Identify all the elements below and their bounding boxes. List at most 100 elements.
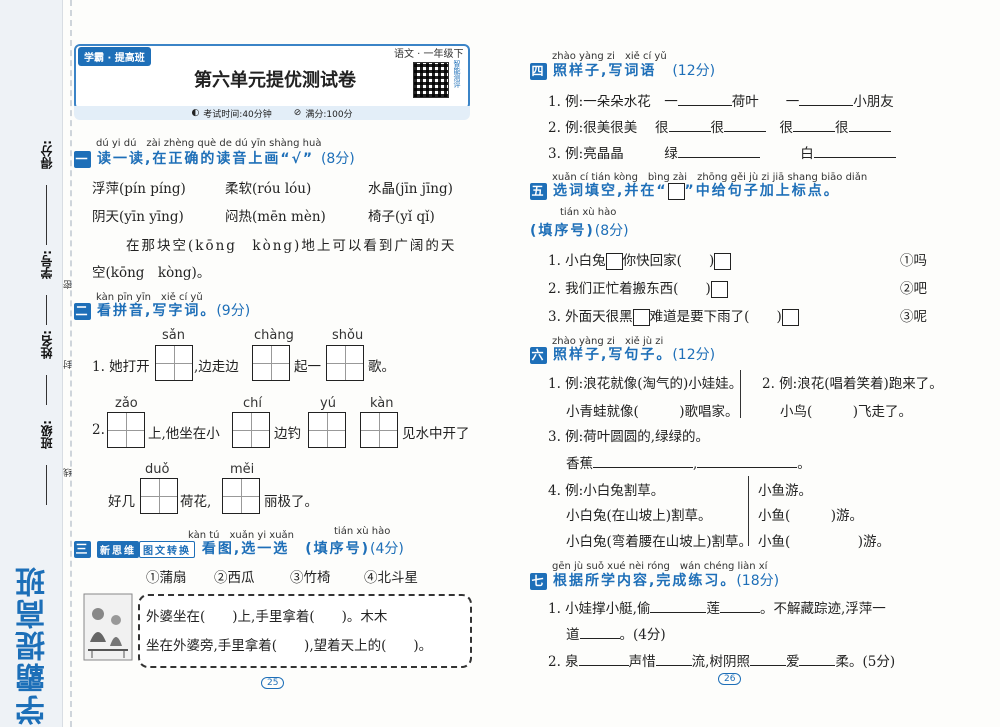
name-line xyxy=(46,375,47,405)
tian-grid[interactable] xyxy=(155,345,193,381)
s5-heading: 五选词填空,并在“”中给句子加上标点。 xyxy=(530,180,840,200)
tian-grid[interactable] xyxy=(360,412,398,448)
s6-q4c: 小鱼游。 xyxy=(758,483,812,499)
tian-grid[interactable] xyxy=(232,412,270,448)
s1-sentence: 在那块空(kōng kòng)地上可以看到广阔的天 xyxy=(126,238,457,254)
s6-q1b[interactable]: 小青蛙就像( )歌唱家。 xyxy=(566,404,739,420)
answer-box[interactable] xyxy=(710,281,728,298)
answer-blank[interactable] xyxy=(724,117,767,132)
s3-option: ④北斗星 xyxy=(364,570,418,586)
s2-pinyin-mei: měi xyxy=(230,462,255,477)
s1-pinyin: dú yi dú zài zhèng què de dú yīn shàng h… xyxy=(96,138,322,149)
s2-r2-mid: 上,他坐在小 xyxy=(148,426,220,442)
grandma-illustration-icon xyxy=(83,593,133,661)
qr-note: 智能测评 xyxy=(453,60,461,88)
s7-q1: 1. 小娃撑小艇,偷莲。不解藏踪迹,浮萍一 xyxy=(548,597,886,617)
s4-r1: 1. 例:一朵朵水花 一荷叶 一小朋友 xyxy=(548,90,894,110)
answer-blank[interactable] xyxy=(848,117,891,132)
answer-box[interactable] xyxy=(781,309,799,326)
answer-blank[interactable] xyxy=(799,651,836,666)
answer-blank[interactable] xyxy=(677,143,760,158)
s2-pinyin-san: sǎn xyxy=(162,328,185,343)
answer-blank[interactable] xyxy=(719,598,760,613)
s4-score: (12分) xyxy=(672,63,716,79)
s6-q4e[interactable]: 小鱼( )游。 xyxy=(758,534,891,550)
s6-q4a: 小白兔(在山坡上)割草。 xyxy=(566,508,712,524)
s6-q2: 2. 例:浪花(唱着笑着)跑来了。 xyxy=(762,376,943,392)
page-title: 第六单元提优测试卷 xyxy=(194,70,356,91)
s2-r3-end: 丽极了。 xyxy=(264,494,318,510)
binding-sidebar xyxy=(0,0,63,727)
class-line xyxy=(46,465,47,505)
s3-line-2[interactable]: 坐在外婆旁,手里拿着( ),望着天上的( )。 xyxy=(146,638,433,654)
answer-blank[interactable] xyxy=(650,598,707,613)
answer-blank[interactable] xyxy=(749,651,786,666)
answer-blank[interactable] xyxy=(578,651,629,666)
brand-logo: 学霸提高班 xyxy=(16,565,51,725)
page-number-left: 25 xyxy=(261,677,285,689)
s6-q4: 4. 例:小白兔割草。 xyxy=(548,483,665,499)
s3-option: ③竹椅 xyxy=(290,570,331,586)
s4-number: 四 xyxy=(530,62,547,80)
s6-title: 照样子,写句子。 xyxy=(553,347,673,363)
s2-r2-end: 见水中开了 xyxy=(402,426,470,442)
s5-subheading: (填序号)(8分) xyxy=(530,223,629,239)
s5-q3: 3. 外面天很黑难道是要下雨了( ) xyxy=(548,305,799,326)
s3-heading: 三新思维图文转换 看图,选一选 (填序号)(4分) xyxy=(74,538,404,558)
s6-q2b[interactable]: 小鸟( )飞走了。 xyxy=(780,404,913,420)
qr-code-icon[interactable] xyxy=(413,62,449,98)
s2-pinyin-chang: chàng xyxy=(254,328,294,343)
tian-grid[interactable] xyxy=(222,478,260,514)
answer-blank[interactable] xyxy=(579,624,620,639)
s5-pinyin-2: tián xù hào xyxy=(560,207,617,218)
s5-option: ③呢 xyxy=(900,309,927,325)
s1-item: 水晶(jīn jīng) xyxy=(368,181,453,197)
s2-pinyin-duo: duǒ xyxy=(145,462,170,477)
clock-icon: ◐ xyxy=(191,108,200,118)
score-line xyxy=(46,185,47,245)
tian-grid[interactable] xyxy=(107,412,145,448)
new-thinking-badge: 新思维 xyxy=(97,540,139,558)
s1-item: 柔软(róu lóu) xyxy=(225,181,312,197)
answer-blank[interactable] xyxy=(593,453,693,468)
s5-q2: 2. 我们正忙着搬东西( ) xyxy=(548,277,728,298)
answer-blank[interactable] xyxy=(813,143,896,158)
s1-number: 一 xyxy=(74,150,91,168)
s4-pinyin: zhào yàng zi xiě cí yǔ xyxy=(552,51,667,62)
s5-option: ②吧 xyxy=(900,281,927,297)
s1-heading: 一读一读,在正确的读音上画“√” (8分) xyxy=(74,148,355,168)
answer-box[interactable] xyxy=(714,253,732,270)
s2-pinyin-shou: shǒu xyxy=(332,328,364,343)
s5-title-b: ”中给句子加上标点。 xyxy=(684,183,840,199)
answer-blank[interactable] xyxy=(655,651,692,666)
s6-q4d[interactable]: 小鱼( )游。 xyxy=(758,508,864,524)
answer-blank[interactable] xyxy=(697,453,798,468)
tian-grid[interactable] xyxy=(252,345,290,381)
answer-blank[interactable] xyxy=(793,117,836,132)
answer-box[interactable] xyxy=(605,253,623,270)
answer-blank[interactable] xyxy=(799,91,854,106)
seal-char-1: 密 xyxy=(64,280,74,289)
student-id-line xyxy=(46,295,47,325)
s2-r2-mid2: 边钓 xyxy=(274,426,301,442)
tian-grid[interactable] xyxy=(140,478,178,514)
tian-grid[interactable] xyxy=(308,412,346,448)
score-label: 得分: xyxy=(40,140,54,169)
s5-option: ①吗 xyxy=(900,253,927,269)
answer-blank[interactable] xyxy=(668,117,711,132)
answer-blank[interactable] xyxy=(677,91,732,106)
page-number-right: 26 xyxy=(718,673,742,685)
s2-pinyin-kan: kàn xyxy=(370,396,394,411)
s6-q3b: 香蕉,。 xyxy=(566,452,811,472)
tian-grid[interactable] xyxy=(326,345,364,381)
s3-line-1[interactable]: 外婆坐在( )上,手里拿着( )。木木 xyxy=(146,609,388,625)
answer-box[interactable] xyxy=(632,309,650,326)
full-score: 满分:100分 xyxy=(305,109,353,120)
divider xyxy=(748,476,749,546)
fill-in-box xyxy=(138,594,472,668)
s4-heading: 四照样子,写词语 (12分) xyxy=(530,60,715,80)
s1-item: 浮萍(pín píng) xyxy=(92,181,186,197)
s2-number: 二 xyxy=(74,302,91,320)
s1-item: 闷热(mēn mèn) xyxy=(225,209,326,225)
exam-info-bar: ◐ 考试时间:40分钟 ⊘ 满分:100分 xyxy=(74,106,470,120)
